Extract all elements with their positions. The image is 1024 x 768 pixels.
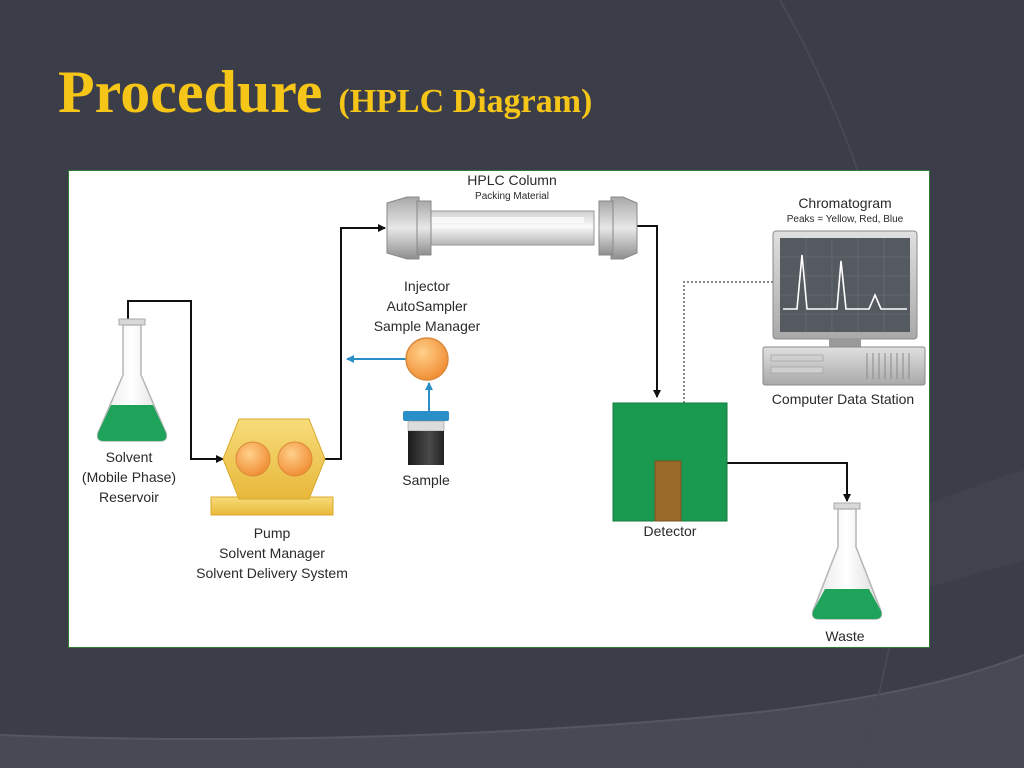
injector-label-2: AutoSampler [387, 298, 468, 314]
waste-flask-icon [811, 502, 883, 620]
data-cable [683, 281, 774, 403]
pump-label-3: Solvent Delivery System [196, 565, 348, 581]
chromatogram-subtitle: Peaks = Yellow, Red, Blue [787, 214, 904, 225]
pump-label-2: Solvent Manager [219, 545, 325, 561]
flow-line-pump-to-column [323, 224, 386, 460]
injector-label-3: Sample Manager [374, 318, 481, 334]
hplc-diagram-panel: HPLC Column Packing Material Injector Au… [68, 170, 930, 648]
computer-monitor-icon [772, 230, 918, 347]
injector-label-1: Injector [404, 278, 450, 294]
pump-icon [210, 418, 334, 516]
solvent-label-2: (Mobile Phase) [82, 469, 176, 485]
chromatogram-title: Chromatogram [798, 195, 891, 211]
slide-title: Procedure (HPLC Diagram) [58, 58, 592, 127]
waste-label: Waste [825, 628, 864, 644]
computer-tower-icon [762, 346, 926, 386]
detector-icon [612, 402, 728, 522]
title-subtitle: (HPLC Diagram) [338, 83, 593, 120]
hplc-column [386, 196, 638, 260]
solvent-reservoir-flask-icon [96, 318, 168, 442]
column-title: HPLC Column [467, 172, 556, 188]
station-label: Computer Data Station [772, 391, 914, 407]
title-main: Procedure [58, 59, 323, 125]
chromatogram-trace [783, 254, 907, 310]
sample-vial-icon [403, 411, 449, 465]
injector-valve-icon [405, 337, 449, 381]
flow-line-column-to-detector [635, 225, 661, 398]
solvent-label-3: Reservoir [99, 489, 159, 505]
solvent-label-1: Solvent [106, 449, 153, 465]
sample-label: Sample [402, 472, 450, 488]
flow-line-detector-to-waste [727, 462, 851, 502]
hplc-diagram: HPLC Column Packing Material Injector Au… [82, 172, 926, 644]
column-subtitle: Packing Material [475, 191, 549, 202]
pump-label-1: Pump [254, 525, 291, 541]
detector-label: Detector [644, 523, 697, 539]
